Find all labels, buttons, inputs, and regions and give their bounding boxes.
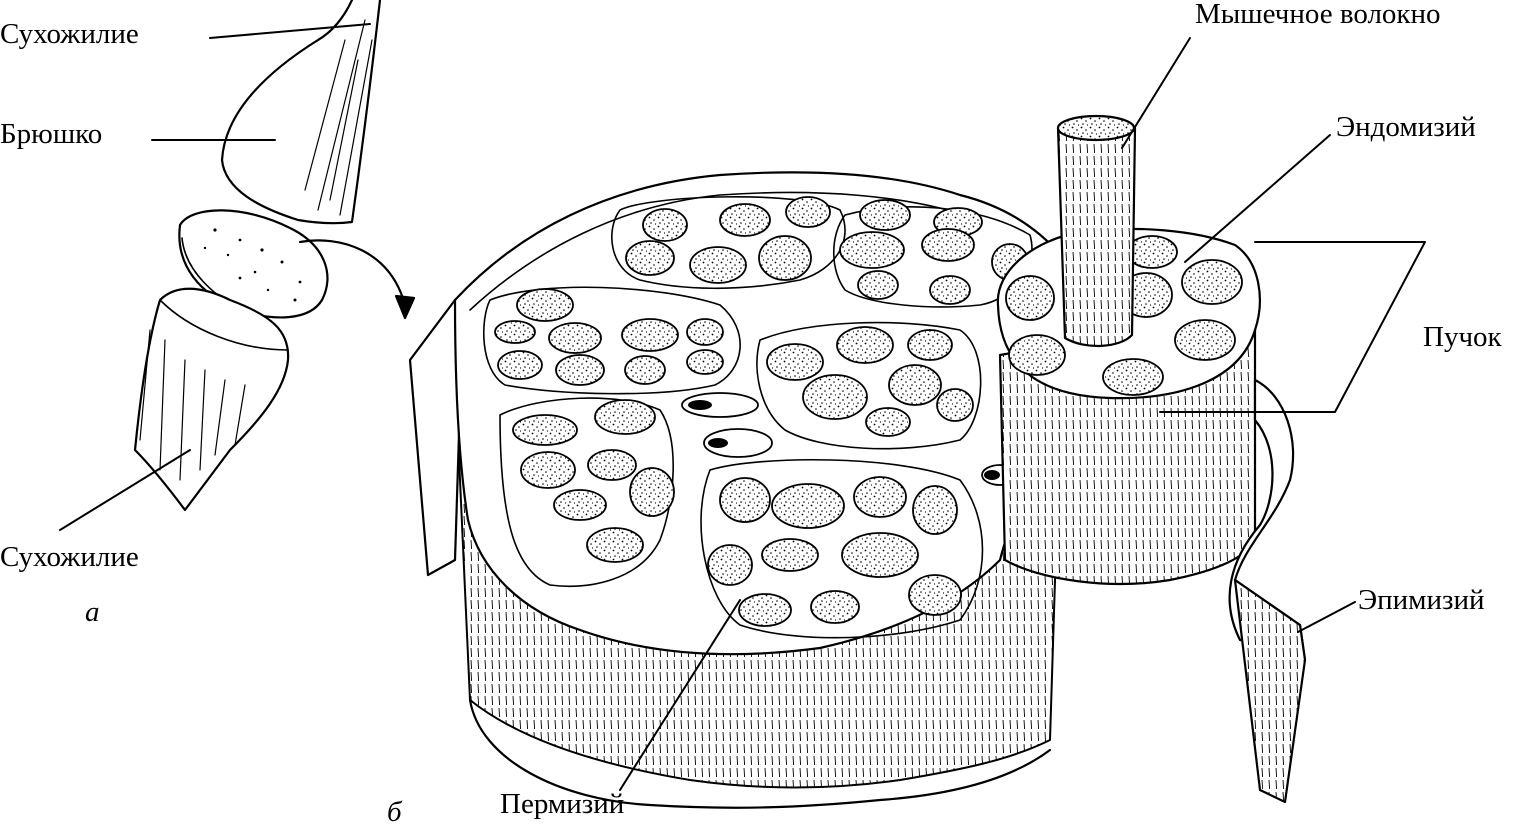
whole-muscle-sketch [135,0,414,510]
label-part-b: б [387,798,402,827]
epimysium-left-flap [410,300,462,575]
epimysium-right-strip [1235,580,1305,802]
muscle-belly-lower [135,289,288,510]
label-perimysium: Пермизий [500,790,624,819]
cross-section-block [410,116,1305,808]
label-bundle: Пучок [1423,323,1502,352]
muscle-fiber-top [1058,116,1134,140]
leader-muscle-fiber [1122,38,1190,148]
label-epimysium: Эпимизий [1358,586,1485,615]
label-tendon-bottom: Сухожилие [0,543,139,572]
label-part-a: а [85,598,100,627]
label-belly: Брюшко [0,120,102,149]
muscle-belly-upper [222,0,380,223]
label-endomysium: Эндомизий [1336,113,1476,142]
muscle-fiber-cylinder [1058,128,1135,346]
label-muscle-fiber: Мышечное волокно [1195,0,1441,29]
arrow-head [396,296,414,318]
leader-epimysium [1298,602,1355,632]
label-tendon-top: Сухожилие [0,20,139,49]
